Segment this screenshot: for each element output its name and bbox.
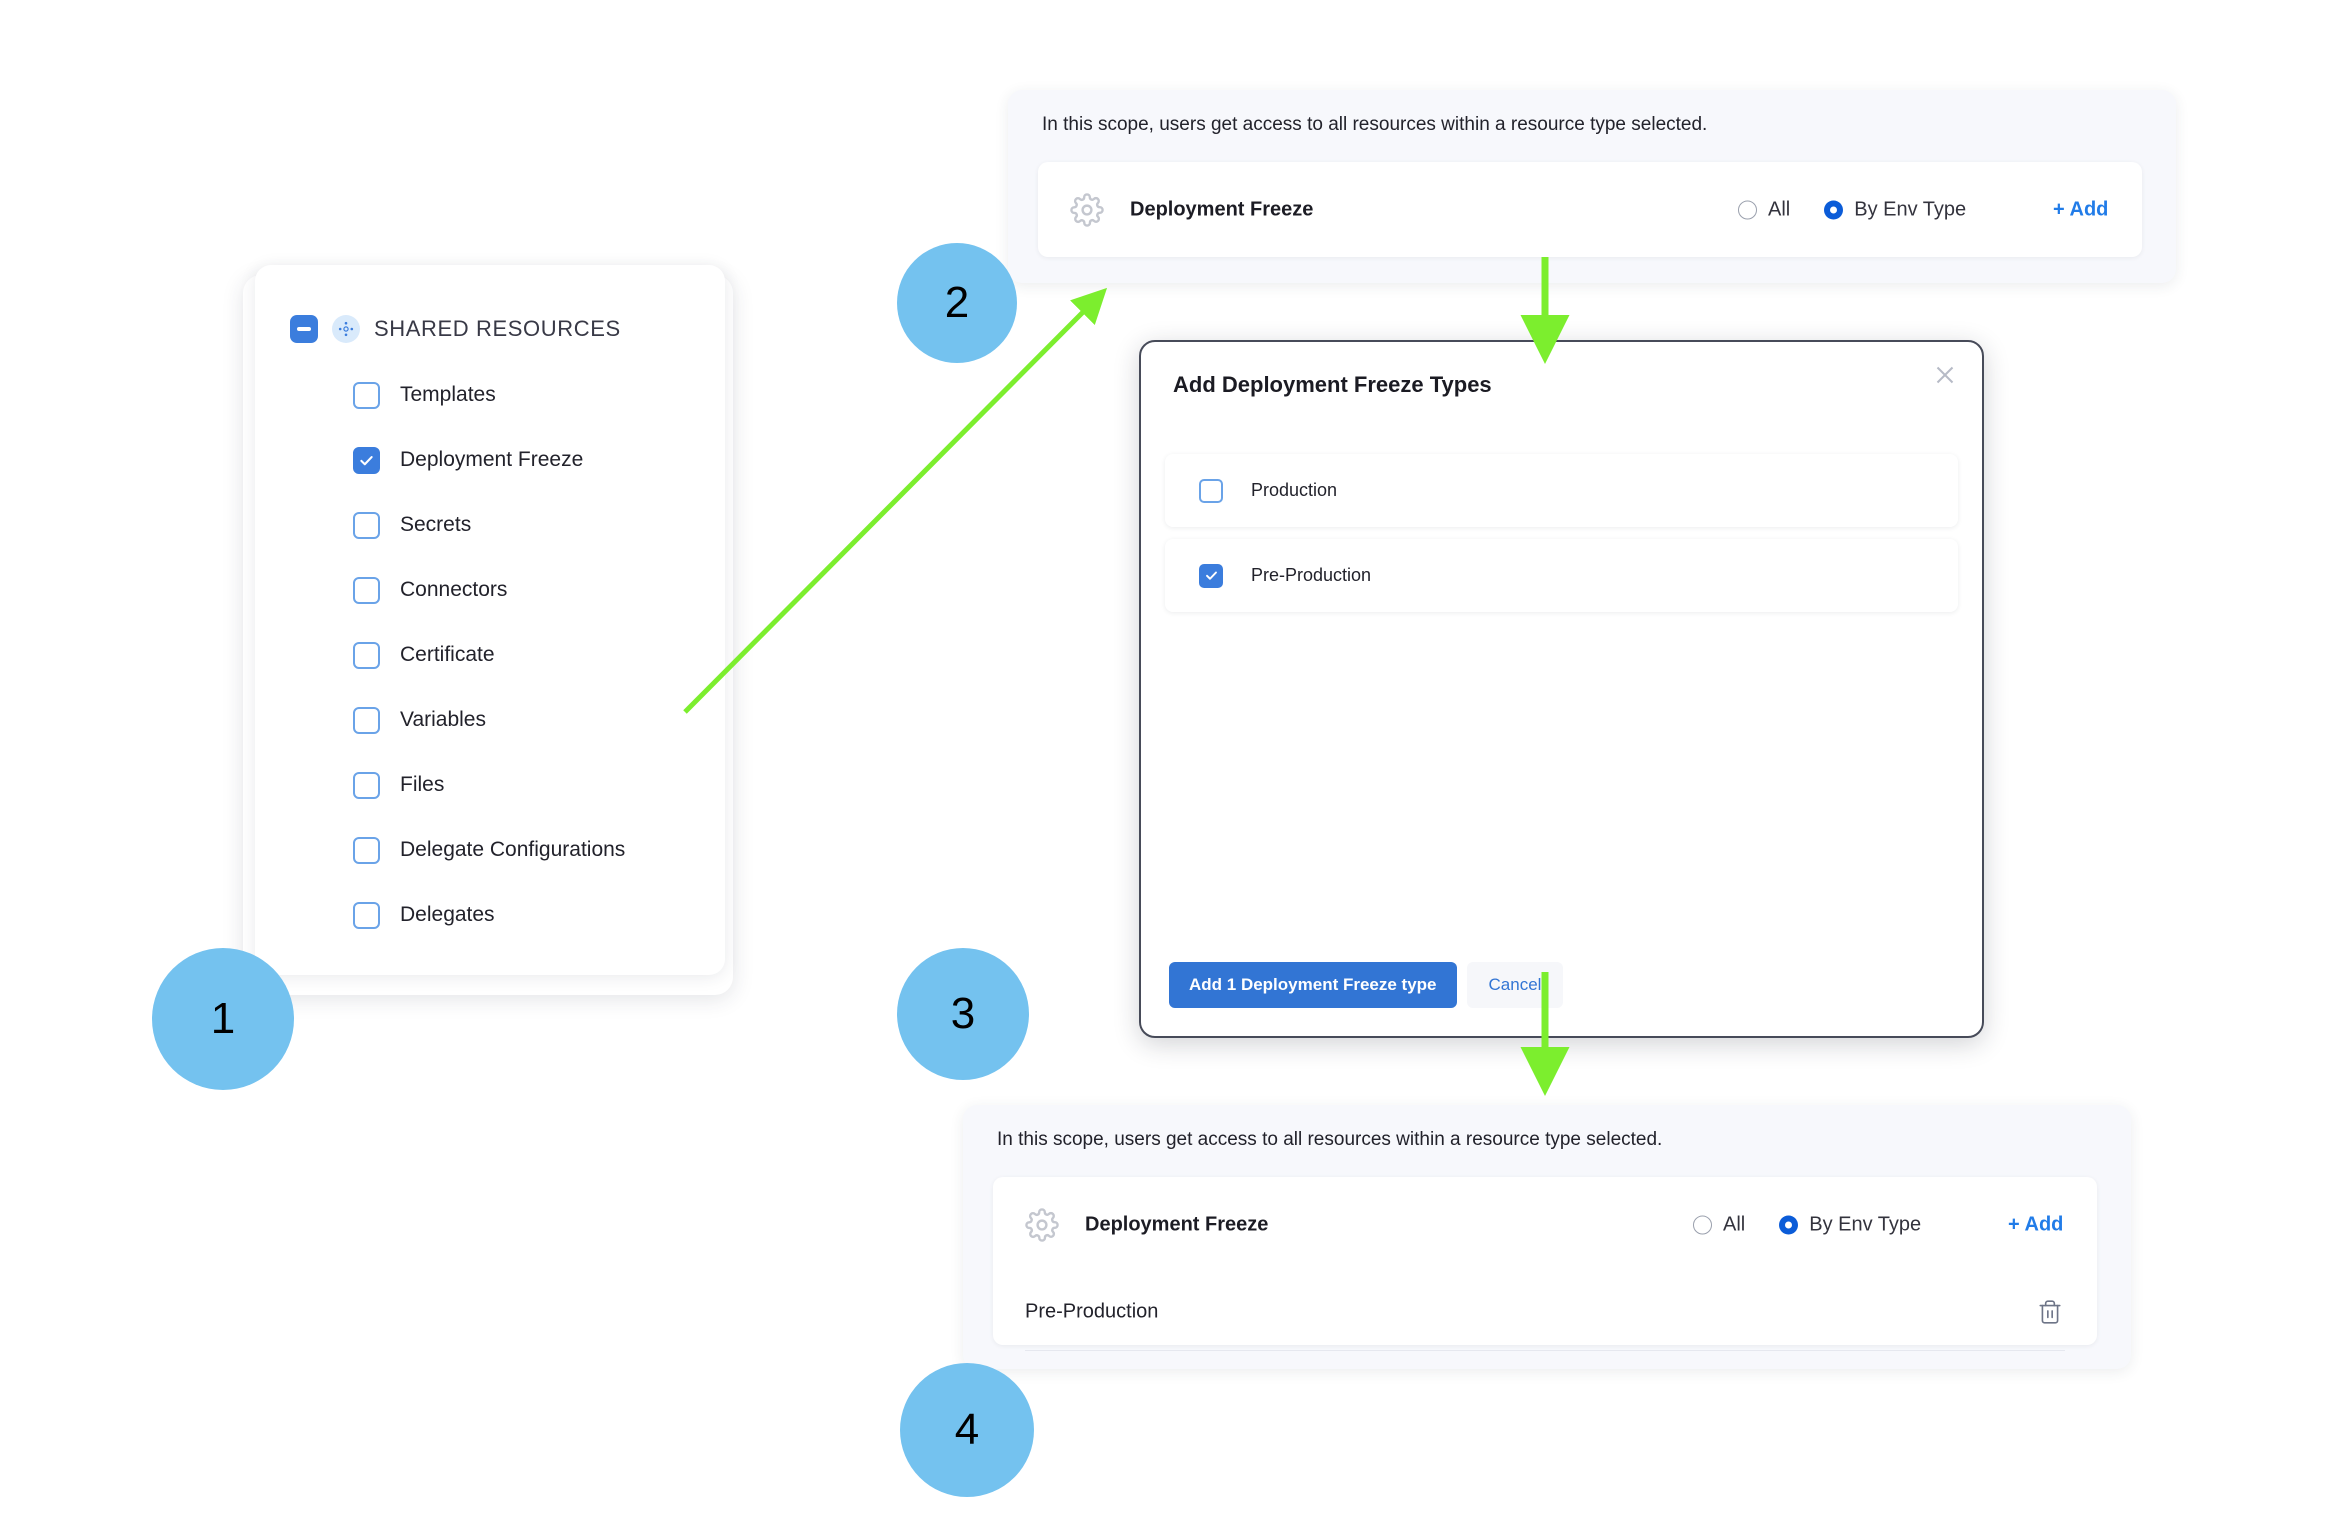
resource-item[interactable]: Templates	[353, 380, 496, 410]
freeze-type-option[interactable]: Production	[1165, 454, 1958, 527]
scope-description: In this scope, users get access to all r…	[1042, 114, 1708, 135]
resource-checkbox[interactable]	[353, 576, 380, 604]
nodes-icon	[332, 315, 360, 343]
radio-button[interactable]	[1824, 200, 1844, 219]
resource-type-title: Deployment Freeze	[1085, 1213, 1269, 1235]
freeze-type-label: Pre-Production	[1251, 565, 1372, 585]
step-badge-4: 4	[900, 1363, 1034, 1497]
resource-item[interactable]: Files	[353, 770, 444, 800]
add-env-type-link[interactable]: + Add	[2053, 198, 2109, 220]
resource-item[interactable]: Deployment Freeze	[353, 445, 583, 475]
resource-item-label: Delegate Configurations	[400, 838, 626, 861]
radio-label: By Env Type	[1854, 198, 1967, 220]
resource-type-row: Deployment Freeze All By Env Type + Add	[1038, 162, 2142, 257]
radio-button[interactable]	[1693, 1215, 1712, 1234]
scope-radio-option[interactable]: By Env Type	[1779, 1213, 1921, 1236]
scope-panel-before: In this scope, users get access to all r…	[1008, 90, 2176, 283]
resource-checkbox[interactable]	[353, 446, 380, 474]
resource-checkbox[interactable]	[353, 771, 380, 799]
radio-label: All	[1768, 198, 1791, 220]
scope-radio-option[interactable]: All	[1693, 1213, 1745, 1236]
gear-icon	[1025, 1207, 1059, 1242]
scope-radio-group: All By Env Type	[1693, 1213, 1921, 1236]
resource-item-label: Deployment Freeze	[400, 448, 584, 471]
indeterminate-bar	[297, 327, 311, 331]
resource-checkbox[interactable]	[353, 511, 380, 539]
radio-button[interactable]	[1738, 200, 1757, 219]
env-type-name: Pre-Production	[1025, 1300, 1159, 1323]
resource-checkbox[interactable]	[353, 706, 380, 734]
add-env-type-link[interactable]: + Add	[2008, 1213, 2064, 1235]
arrow-modal-to-result	[1520, 972, 1570, 1096]
radio-button[interactable]	[1779, 1215, 1799, 1234]
step-badge-1: 1	[152, 948, 294, 1090]
add-freeze-type-button[interactable]: Add 1 Deployment Freeze type	[1169, 962, 1457, 1008]
resource-item-label: Certificate	[400, 643, 495, 666]
modal-title: Add Deployment Freeze Types	[1173, 372, 1492, 397]
resource-item[interactable]: Delegates	[353, 900, 495, 930]
arrow-scope-to-modal	[1520, 257, 1570, 364]
resource-checkbox[interactable]	[353, 836, 380, 864]
freeze-type-checkbox[interactable]	[1199, 478, 1223, 503]
resource-type-title: Deployment Freeze	[1130, 198, 1314, 220]
scope-radio-option[interactable]: By Env Type	[1824, 198, 1966, 221]
selected-env-type-row: Pre-Production	[993, 1272, 2097, 1352]
shared-resources-label: SHARED RESOURCES	[374, 316, 621, 341]
freeze-type-checkbox[interactable]	[1199, 563, 1223, 588]
scope-radio-group: All By Env Type	[1738, 198, 1966, 221]
radio-dot	[1830, 206, 1838, 213]
resource-item[interactable]: Certificate	[353, 640, 495, 670]
radio-dot	[1785, 1221, 1793, 1228]
shared-resources-header[interactable]: SHARED RESOURCES	[290, 315, 621, 343]
scope-description: In this scope, users get access to all r…	[997, 1129, 1663, 1150]
resource-item-label: Delegates	[400, 903, 495, 926]
resource-type-card: Deployment Freeze All By Env Type + Add	[1038, 162, 2142, 257]
resource-item-label: Templates	[400, 383, 496, 406]
freeze-type-option[interactable]: Pre-Production	[1165, 539, 1958, 612]
trash-icon[interactable]	[2037, 1298, 2063, 1326]
gear-icon	[1070, 192, 1104, 227]
resource-type-row: Deployment Freeze All By Env Type + Add	[993, 1177, 2097, 1272]
radio-label: By Env Type	[1809, 1213, 1922, 1235]
scope-radio-option[interactable]: All	[1738, 198, 1790, 221]
radio-label: All	[1723, 1213, 1746, 1235]
resource-item-label: Variables	[400, 708, 486, 731]
close-icon[interactable]	[1930, 360, 1960, 390]
row-divider	[1025, 1350, 2065, 1351]
resource-item[interactable]: Connectors	[353, 575, 507, 605]
scope-panel-after: In this scope, users get access to all r…	[963, 1105, 2131, 1369]
step-badge-2: 2	[897, 243, 1017, 363]
resource-item-label: Secrets	[400, 513, 472, 536]
resource-checkbox[interactable]	[353, 641, 380, 669]
step-badge-3: 3	[897, 948, 1029, 1080]
freeze-type-label: Production	[1251, 480, 1338, 500]
arrow-resource-to-scope	[683, 287, 1108, 714]
resource-checkbox[interactable]	[353, 381, 380, 409]
resource-item-label: Connectors	[400, 578, 508, 601]
resource-item[interactable]: Delegate Configurations	[353, 835, 625, 865]
resource-type-card: Deployment Freeze All By Env Type + Add P…	[993, 1177, 2097, 1351]
resource-item-label: Files	[400, 773, 445, 796]
resource-item[interactable]: Variables	[353, 705, 486, 735]
resource-checkbox[interactable]	[353, 901, 380, 929]
resource-item[interactable]: Secrets	[353, 510, 471, 540]
modal-footer: Add 1 Deployment Freeze type Cancel	[1169, 962, 1564, 1008]
shared-resources-checkbox[interactable]	[290, 315, 318, 343]
